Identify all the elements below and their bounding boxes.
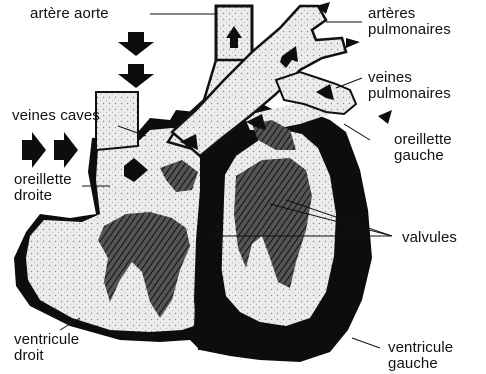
label-oreillette-gauche-1: oreillette bbox=[394, 132, 452, 148]
arrow-right-2 bbox=[54, 132, 78, 168]
arrow-og bbox=[378, 110, 392, 124]
label-artere-aorte: artère aorte bbox=[30, 6, 109, 22]
label-veines-caves: veines caves bbox=[12, 108, 100, 124]
vena-cava bbox=[96, 92, 138, 150]
arrow-down-second bbox=[118, 64, 154, 88]
label-ventricule-gauche-2: gauche bbox=[388, 356, 438, 372]
label-arteres-pulmonaires-2: pulmonaires bbox=[368, 22, 451, 38]
label-ventricule-droit-1: ventricule bbox=[14, 332, 79, 348]
label-veines-pulmonaires-1: veines bbox=[368, 70, 412, 86]
label-ventricule-droit-2: droit bbox=[14, 348, 44, 364]
label-arteres-pulmonaires-1: artères bbox=[368, 6, 415, 22]
label-ventricule-gauche-1: ventricule bbox=[388, 340, 453, 356]
arrow-pulm-out-right bbox=[346, 38, 360, 48]
label-valvules: valvules bbox=[402, 230, 457, 246]
label-oreillette-droite-1: oreillette bbox=[14, 172, 72, 188]
label-oreillette-droite-2: droite bbox=[14, 188, 52, 204]
arrow-down-top bbox=[118, 32, 154, 56]
label-oreillette-gauche-2: gauche bbox=[394, 148, 444, 164]
label-veines-pulmonaires-2: pulmonaires bbox=[368, 86, 451, 102]
arrow-right-1 bbox=[22, 132, 46, 168]
